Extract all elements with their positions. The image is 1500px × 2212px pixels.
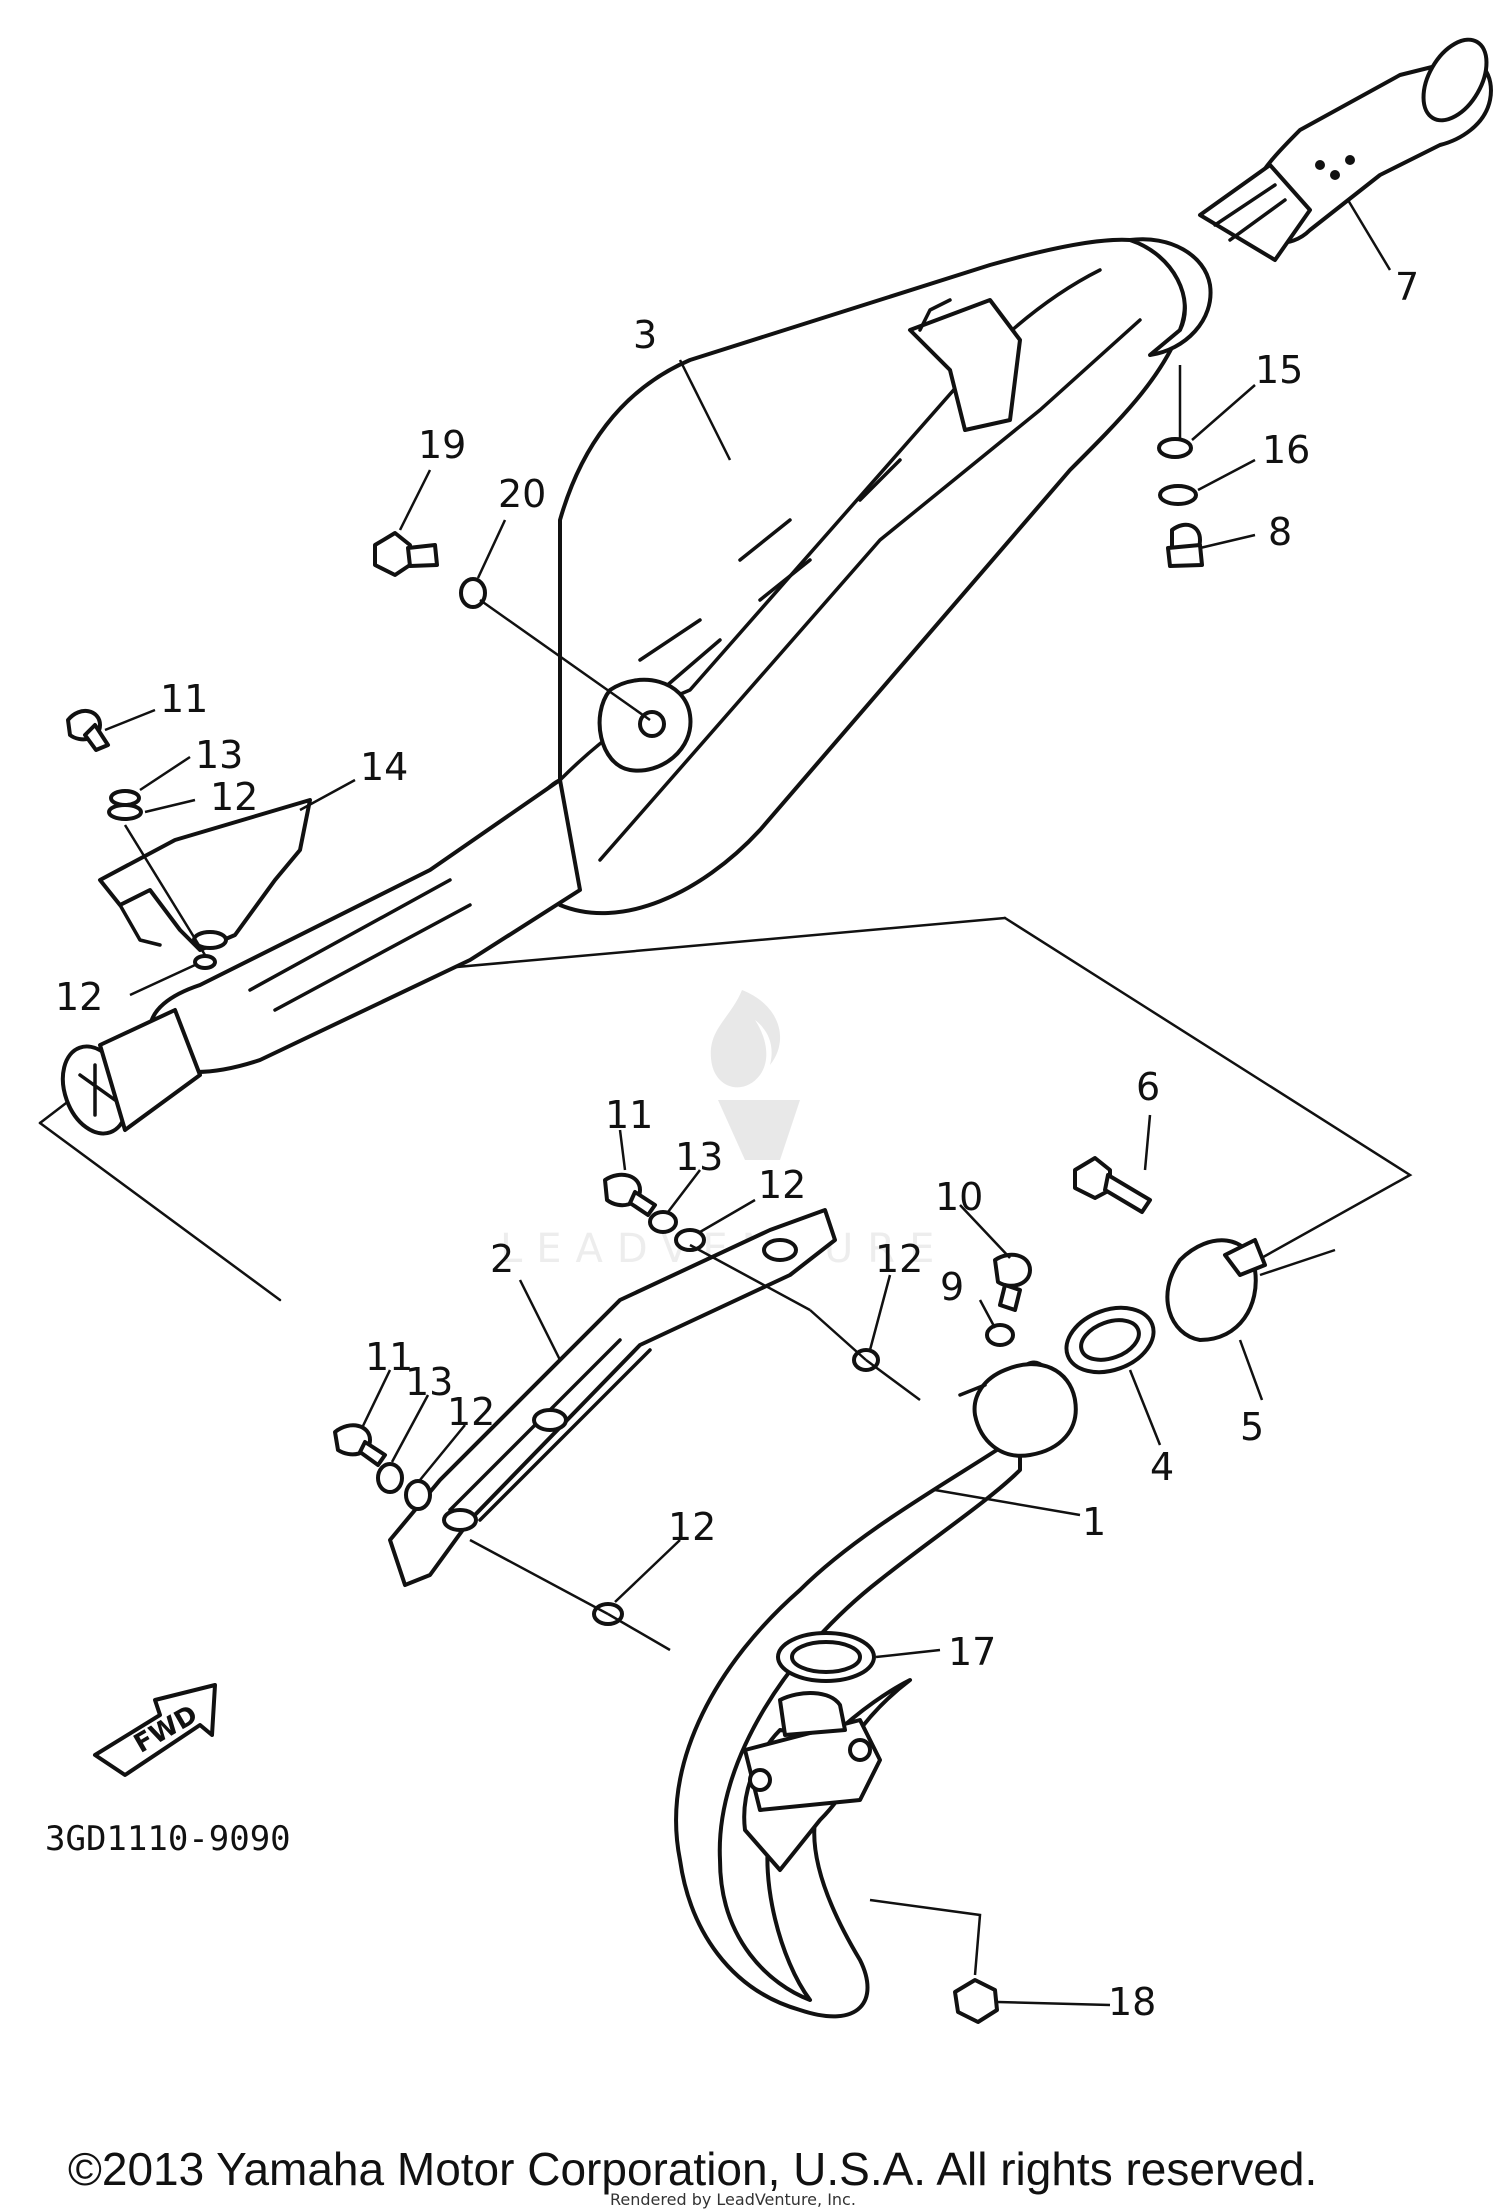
diagram-code: 3GD1110-9090 <box>45 1819 291 1859</box>
fastener-bolt-11-top <box>66 709 110 752</box>
callout-13-mid: 13 <box>675 1135 723 1179</box>
callout-19: 19 <box>418 423 466 467</box>
callout-18: 18 <box>1108 1980 1156 2024</box>
assembly-frame-line <box>1003 916 1413 1272</box>
callout-labels: 3 19 20 11 13 12 14 12 7 15 16 8 6 5 4 1… <box>55 265 1419 2024</box>
callout-12-left: 12 <box>55 975 103 1019</box>
washer-12-top <box>107 803 143 821</box>
washer-13-low <box>376 1462 404 1494</box>
washer-13-mid <box>648 1210 678 1234</box>
leader-lines <box>104 199 1392 2007</box>
callout-14: 14 <box>360 745 408 789</box>
washer-12-left <box>193 954 217 970</box>
spark-arrestor <box>1198 37 1493 262</box>
callout-2: 2 <box>490 1237 514 1281</box>
callout-15: 15 <box>1255 348 1303 392</box>
callout-10: 10 <box>935 1175 983 1219</box>
exhaust-gasket-inner <box>790 1640 862 1674</box>
lower-heat-shield <box>388 1208 837 1587</box>
rendered-by-notice: Rendered by LeadVenture, Inc. <box>610 2190 856 2209</box>
washer-12-low <box>404 1479 432 1511</box>
fastener-bolt-6 <box>1073 1156 1152 1214</box>
callout-12-mid: 12 <box>758 1163 806 1207</box>
callout-9: 9 <box>940 1265 964 1309</box>
gasket-ring <box>1064 1305 1156 1375</box>
callout-6: 6 <box>1136 1065 1160 1109</box>
callout-11-top: 11 <box>160 677 208 721</box>
callout-13-top: 13 <box>195 733 243 777</box>
washer-12-mid <box>674 1228 706 1252</box>
assembly-frame-line-left <box>38 1121 282 1302</box>
callout-17: 17 <box>948 1630 996 1674</box>
washer-13-top <box>109 789 141 807</box>
callout-7: 7 <box>1395 265 1419 309</box>
forward-direction-arrow: FWD <box>93 1683 217 1777</box>
callout-1: 1 <box>1082 1500 1106 1544</box>
heat-shield-bracket <box>98 798 312 952</box>
washer-20 <box>459 577 487 609</box>
copyright-notice: ©2013 Yamaha Motor Corporation, U.S.A. A… <box>68 2143 1317 2195</box>
callout-16: 16 <box>1262 428 1310 472</box>
callout-4: 4 <box>1150 1445 1174 1489</box>
fastener-bolt-8 <box>1166 522 1204 568</box>
washer-9 <box>985 1323 1015 1347</box>
nut-18 <box>953 1978 999 2024</box>
callout-3: 3 <box>633 313 657 357</box>
callout-13-low: 13 <box>405 1360 453 1404</box>
muffler-body <box>60 237 1213 1136</box>
fastener-bolt-10 <box>993 1252 1032 1312</box>
callout-12-low: 12 <box>447 1390 495 1434</box>
callout-11-low: 11 <box>365 1335 413 1379</box>
exhaust-header-pipe <box>674 1360 1078 2019</box>
callout-12-right: 12 <box>875 1237 923 1281</box>
leadventure-watermark: LEADVENTURE <box>500 990 934 1272</box>
pipe-clamp <box>1165 1238 1267 1342</box>
fastener-bolt-19 <box>373 531 439 577</box>
fastener-bolt-11-mid <box>603 1172 657 1217</box>
nut-15 <box>1157 437 1193 459</box>
callout-8: 8 <box>1268 510 1292 554</box>
fastener-bolt-11-low <box>333 1423 387 1467</box>
callout-12-top: 12 <box>210 775 258 819</box>
callout-5: 5 <box>1240 1405 1264 1449</box>
callout-20: 20 <box>498 472 546 516</box>
callout-12-bottom: 12 <box>668 1505 716 1549</box>
washer-16 <box>1158 484 1198 506</box>
callout-11-mid: 11 <box>605 1093 653 1137</box>
